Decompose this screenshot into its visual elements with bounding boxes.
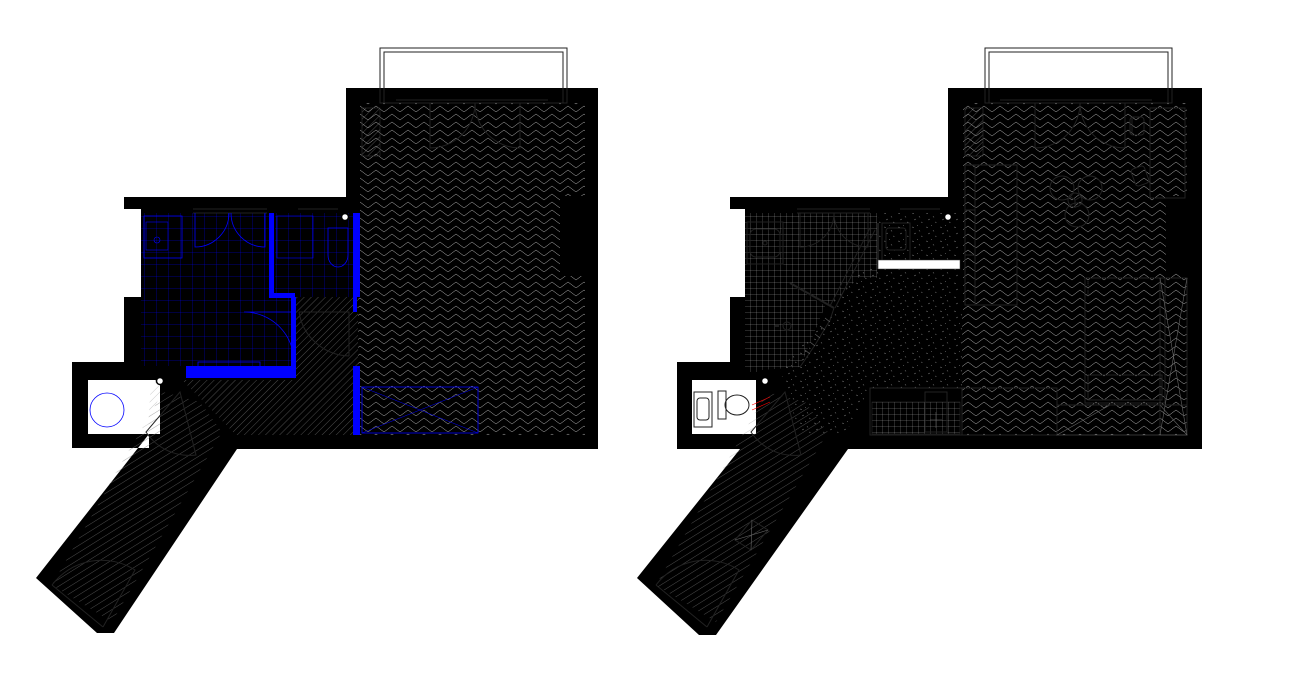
shower-tray-demolished <box>276 215 314 259</box>
wc-interior <box>275 213 353 297</box>
entrance-corridor-interior <box>52 392 222 622</box>
plumbing-pipe <box>155 376 165 386</box>
shower-glass <box>789 282 835 309</box>
demolished-wall <box>291 297 296 378</box>
demolished-wall <box>186 366 296 378</box>
drain-demolished <box>153 236 161 244</box>
bathroom-interior <box>745 213 877 372</box>
living-room-interior <box>358 103 585 435</box>
bath-interior <box>141 213 294 366</box>
door-swing-icon <box>230 212 266 248</box>
toilet-icon <box>327 227 349 268</box>
partition-wall <box>958 213 963 313</box>
bathtub-demolished <box>143 215 183 259</box>
door-swing-icon <box>474 102 521 149</box>
door-swing-icon <box>145 390 197 456</box>
demolished-wall <box>353 366 360 435</box>
bed-icon: 200 x 140 <box>1084 277 1166 404</box>
svg-text:200 x 140: 200 x 140 <box>1086 281 1090 296</box>
radiator <box>964 107 984 157</box>
plumbing-pipe <box>340 212 350 222</box>
sliding-door <box>829 227 871 307</box>
kitchen-counter-back <box>871 401 961 435</box>
sliding-door <box>834 229 876 309</box>
toilet-icon <box>717 390 750 420</box>
sliding-door-ticks <box>804 317 831 355</box>
annotation-arrow <box>751 396 771 411</box>
demolished-wall-small <box>353 297 357 312</box>
demolished-wall <box>353 213 360 297</box>
water-heater-demolished <box>89 392 125 428</box>
cupboard-demolished <box>361 386 479 434</box>
plumbing-pipe <box>760 376 770 386</box>
door-swing-icon <box>429 102 476 149</box>
living-interior <box>962 103 1187 435</box>
door-swing-icon <box>1079 102 1126 149</box>
sink-icon <box>693 391 713 428</box>
wall-niche <box>560 196 585 276</box>
washbasin-demolished <box>145 221 169 251</box>
hall-interior <box>182 297 358 435</box>
cupboard-icon <box>734 519 769 551</box>
shower-glass <box>799 307 835 368</box>
sink-icon <box>746 221 784 265</box>
counter <box>877 259 961 270</box>
chair-icon <box>1129 116 1145 136</box>
chair-icon <box>1130 165 1150 187</box>
wc-interior <box>692 380 756 434</box>
kitchen-counter <box>869 387 963 436</box>
door-swing-icon <box>194 212 230 248</box>
radiator <box>361 107 381 157</box>
existing-floor-plan <box>36 47 598 633</box>
sofa-back <box>964 164 976 306</box>
demolished-wall <box>269 293 295 298</box>
door-swing-icon <box>799 212 835 248</box>
kitchen-alcove <box>878 213 962 269</box>
table-icon <box>1049 175 1103 228</box>
demolished-wall <box>269 213 274 297</box>
hall-interior <box>780 269 962 434</box>
plumbing-pipe <box>943 212 953 222</box>
shower-icon <box>775 321 792 331</box>
proposed-floor-plan: 200 x 140 <box>637 47 1202 635</box>
desk <box>1149 107 1186 199</box>
wall-niche <box>1166 196 1187 273</box>
door-swing-icon <box>51 559 136 628</box>
door-swing-icon <box>298 311 350 357</box>
door-swing-icon <box>750 390 802 456</box>
door-swing-icon <box>1034 102 1081 149</box>
shower-interior <box>762 283 825 370</box>
entrance-corridor-interior <box>656 392 828 622</box>
cupboard-x <box>361 386 479 434</box>
door-swing-icon <box>655 559 740 628</box>
cooktop <box>924 391 948 433</box>
